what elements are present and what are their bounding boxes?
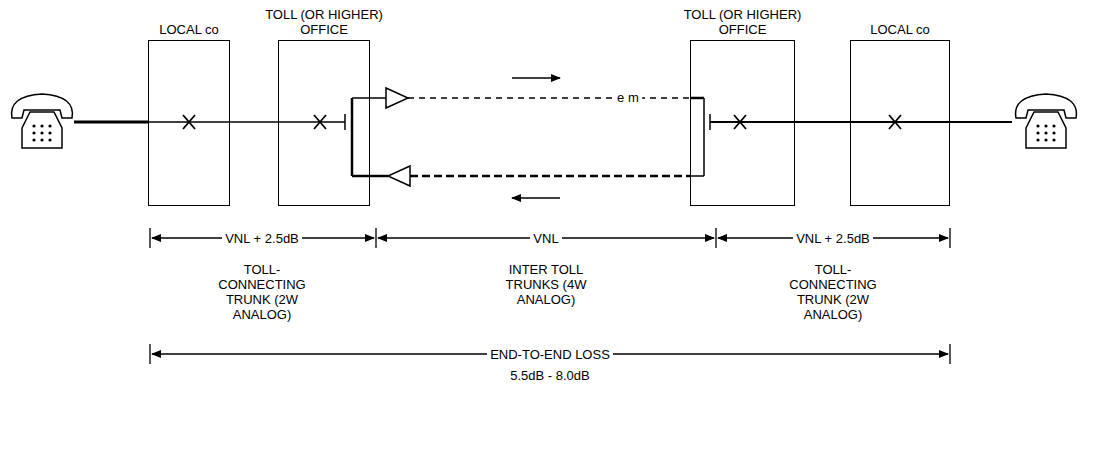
trunk-line [370,176,690,177]
amplifier-symbol [388,166,410,186]
office-box: TOLL (OR HIGHER) OFFICE [278,40,370,206]
annotation-text: END-TO-END LOSS [487,347,613,362]
direction-arrow [512,77,560,79]
annotation-text: 5.5dB - 8.0dB [507,368,593,383]
direction-arrow [512,197,560,199]
amplifier-symbol [386,88,408,108]
office-box: LOCAL co [850,40,950,206]
annotation-text: TOLL-CONNECTING TRUNK (2W ANALOG) [209,262,315,322]
annotation-text: VNL + 2.5dB [793,231,873,246]
trunk-line [795,122,850,123]
annotation-text: VNL [530,231,561,246]
office-box: TOLL (OR HIGHER) OFFICE [690,40,795,206]
telephone-icon [12,94,73,148]
telephone-icon [1016,94,1077,148]
edge-label: e m [614,91,642,105]
office-label: TOLL (OR HIGHER) OFFICE [673,7,813,37]
annotation-text: VNL + 2.5dB [222,231,302,246]
office-box: LOCAL co [148,40,230,206]
annotation-text: INTER TOLL TRUNKS (4W ANALOG) [495,262,597,307]
wiring [74,98,1012,176]
trunk-line [370,98,690,99]
office-label: LOCAL co [154,22,224,37]
dimension-line [150,228,950,364]
trunk-line [230,122,278,123]
office-label: LOCAL co [865,22,935,37]
annotation-text: TOLL-CONNECTING TRUNK (2W ANALOG) [780,262,886,322]
office-label: TOLL (OR HIGHER) OFFICE [254,7,394,37]
